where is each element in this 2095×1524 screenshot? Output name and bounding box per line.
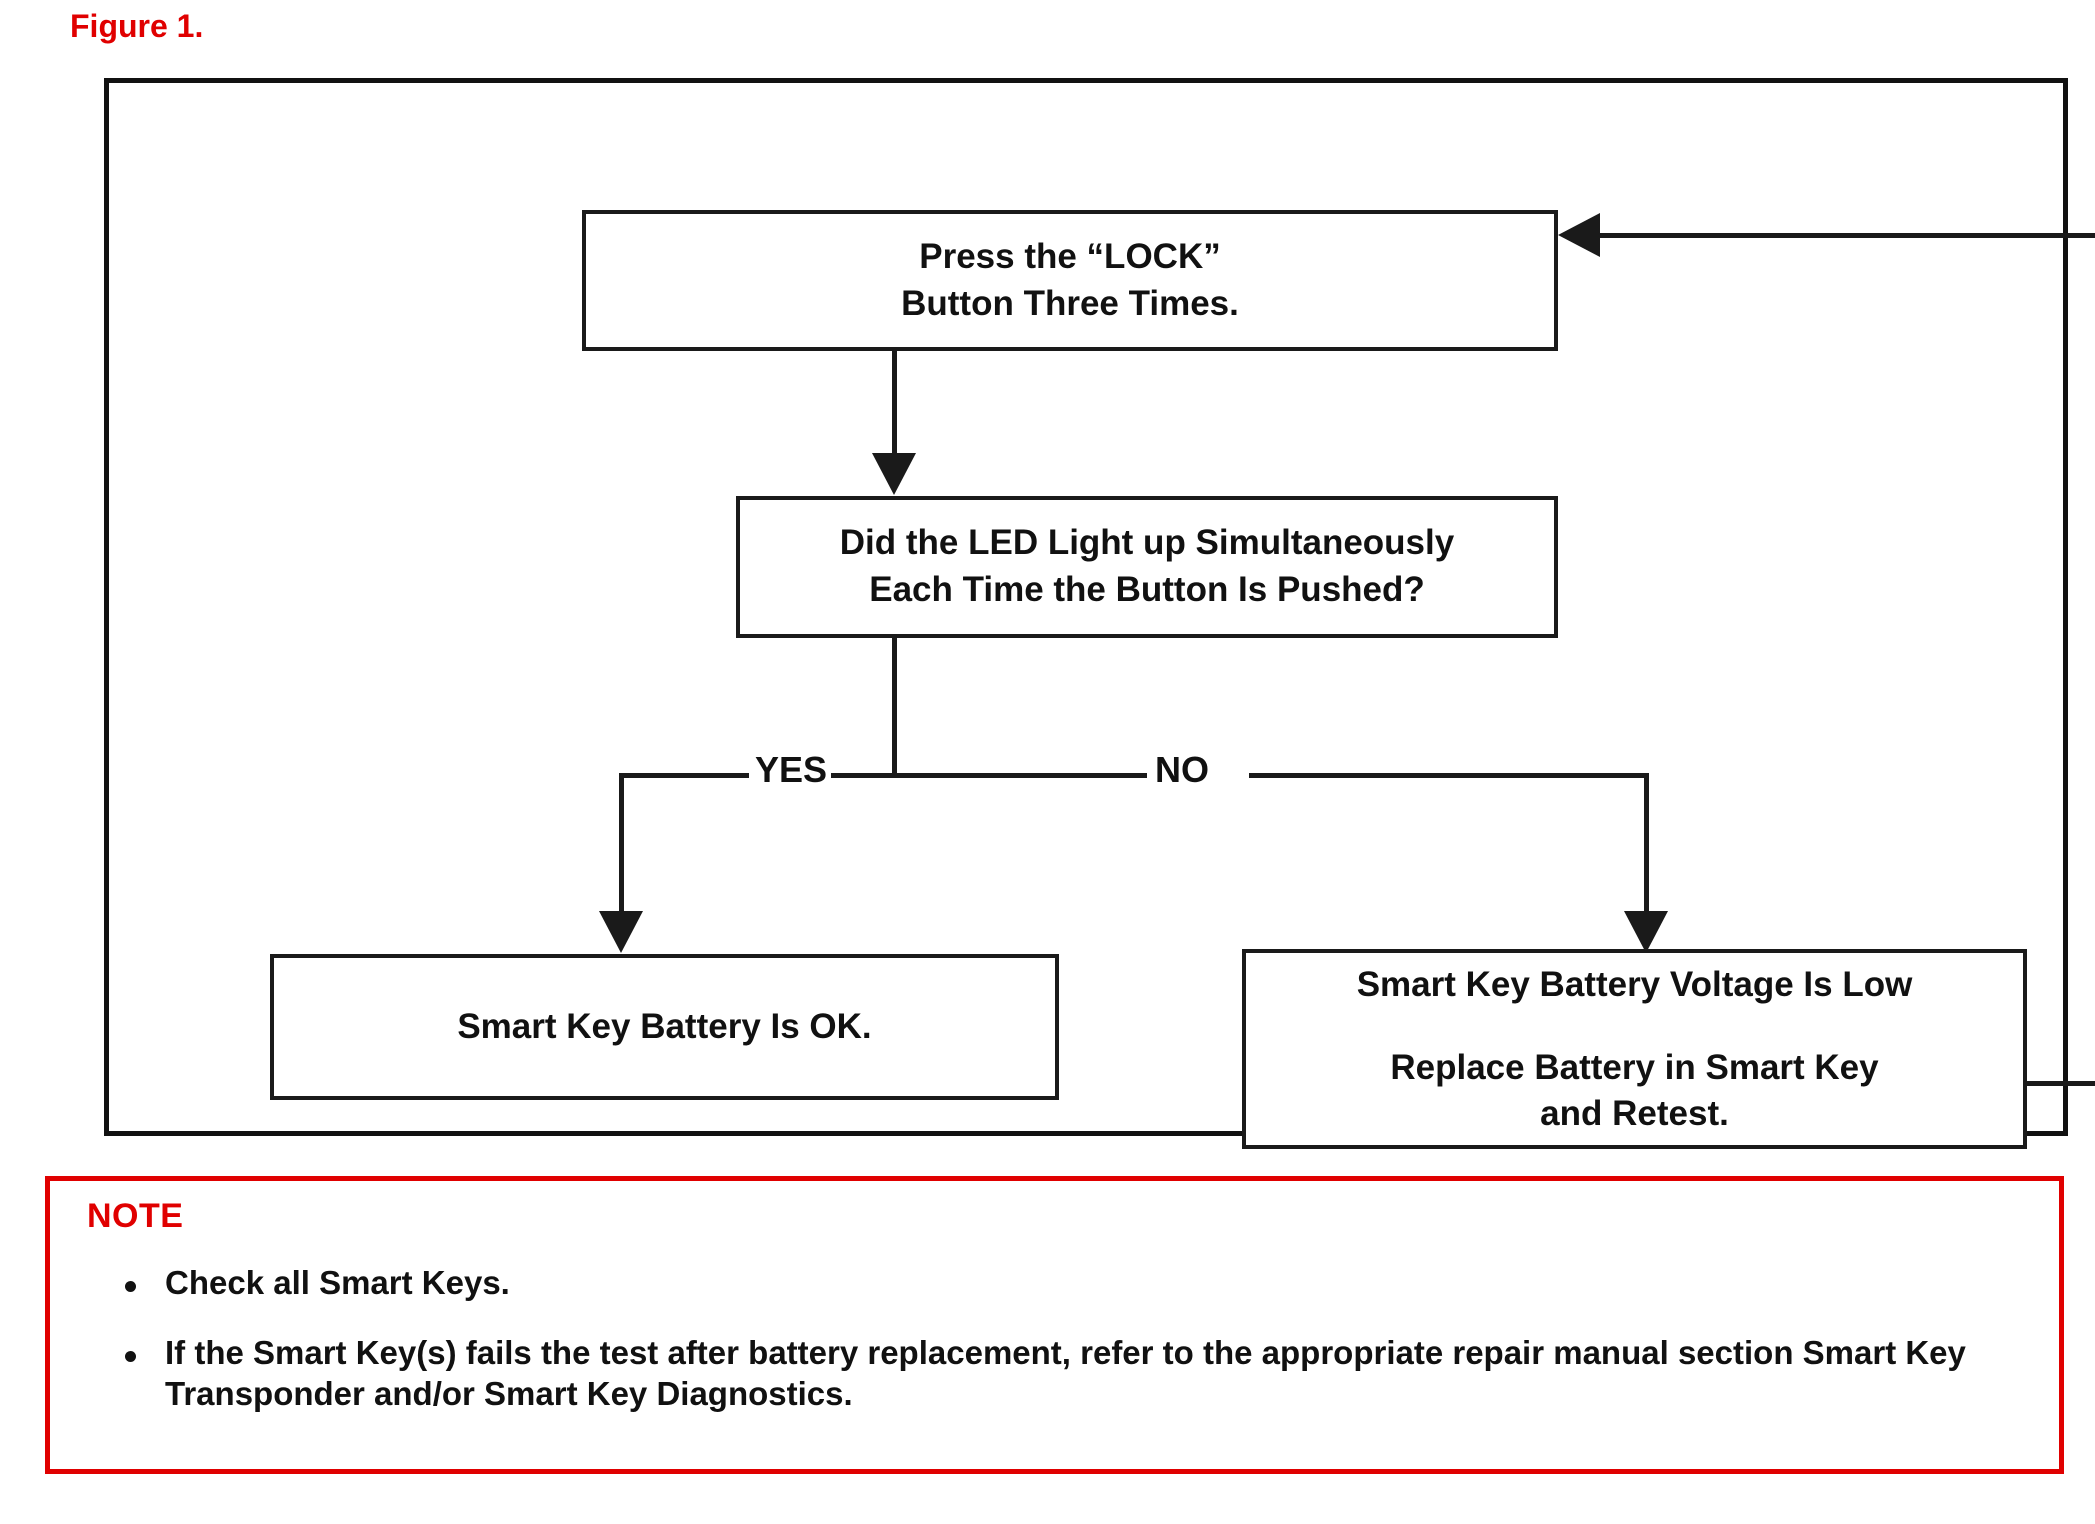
connector-branch-bar-right xyxy=(1249,773,1649,778)
arrow-down-icon-to-battery-low xyxy=(1624,911,1668,953)
note-list-item: Check all Smart Keys. xyxy=(87,1263,2029,1303)
arrow-down-icon-to-question xyxy=(872,453,916,495)
flow-node-led-question-line-1: Did the LED Light up Simultaneously xyxy=(839,523,1455,563)
flow-node-press-lock-line-2: Button Three Times. xyxy=(901,283,1239,323)
note-list: Check all Smart Keys. If the Smart Key(s… xyxy=(87,1263,2029,1444)
flow-node-press-lock-line-1: Press the “LOCK” xyxy=(919,236,1221,276)
note-list-item: If the Smart Key(s) fails the test after… xyxy=(87,1333,2029,1414)
flow-node-battery-ok: Smart Key Battery Is OK. xyxy=(270,954,1059,1100)
flow-node-led-question: Did the LED Light up Simultaneously Each… xyxy=(736,496,1558,638)
flow-node-led-question-line-2: Each Time the Button Is Pushed? xyxy=(869,570,1425,609)
connector-loop-out xyxy=(2027,1081,2095,1086)
branch-label-no: NO xyxy=(1151,752,1213,788)
note-title: NOTE xyxy=(87,1197,184,1235)
connector-branch-bar-mid-right xyxy=(1062,773,1147,778)
arrow-left-icon-to-press-lock xyxy=(1558,213,1600,257)
connector-no-leg xyxy=(1644,773,1649,928)
branch-label-yes: YES xyxy=(751,752,832,788)
arrow-down-icon-to-battery-ok xyxy=(599,911,643,953)
flow-node-battery-low: Smart Key Battery Voltage Is Low Replace… xyxy=(1242,949,2027,1149)
flow-node-battery-low-line-3: and Retest. xyxy=(1540,1093,1729,1133)
note-list-item-text: Check all Smart Keys. xyxy=(165,1264,510,1301)
flow-node-battery-ok-line-1: Smart Key Battery Is OK. xyxy=(457,1006,872,1046)
connector-press-lock-to-question xyxy=(892,351,897,473)
flowchart-frame: Press the “LOCK” Button Three Times. Did… xyxy=(104,78,2095,1149)
bullet-icon xyxy=(125,1280,136,1292)
note-list-item-text: If the Smart Key(s) fails the test after… xyxy=(165,1334,1966,1412)
flow-node-press-lock: Press the “LOCK” Button Three Times. xyxy=(582,210,1558,351)
connector-loop-in xyxy=(1564,233,2095,238)
connector-branch-bar-mid-left xyxy=(809,773,1062,778)
figure-caption: Figure 1. xyxy=(70,8,204,44)
bullet-icon xyxy=(125,1351,136,1363)
connector-branch-bar-left xyxy=(619,773,749,778)
flow-node-battery-low-line-2: Replace Battery in Smart Key xyxy=(1390,1048,1879,1088)
connector-yes-leg xyxy=(619,773,624,928)
note-panel: NOTE Check all Smart Keys. If the Smart … xyxy=(45,1176,2064,1474)
flow-node-battery-low-line-1: Smart Key Battery Voltage Is Low xyxy=(1356,964,1913,1004)
connector-question-to-branch xyxy=(892,638,897,775)
